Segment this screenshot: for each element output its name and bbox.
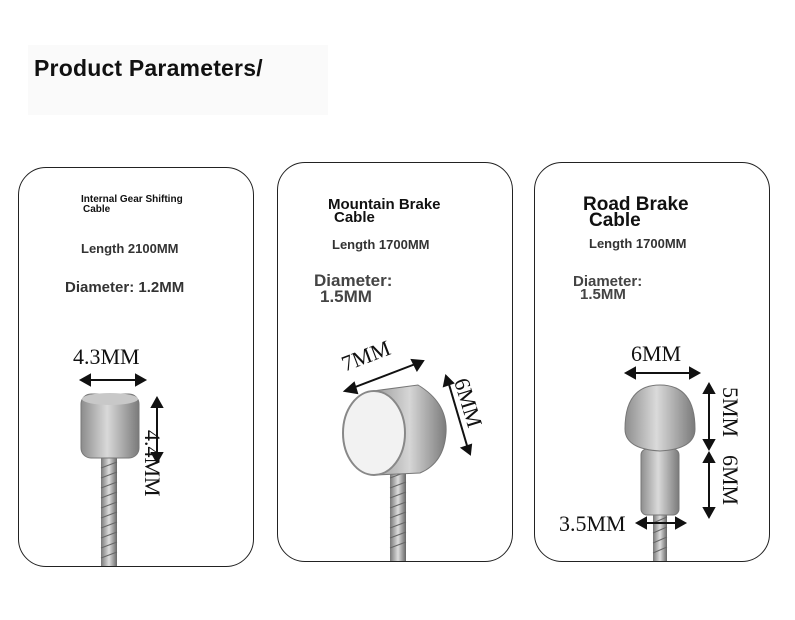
dimension-width-label: 6MM xyxy=(631,341,682,366)
card-length: Length 1700MM xyxy=(589,236,687,251)
page-title: Product Parameters/ xyxy=(34,55,263,81)
card-internal-gear-cable: Internal Gear Shifting Cable Length 2100… xyxy=(18,167,254,567)
dimension-lower-height-label: 6MM xyxy=(718,455,743,506)
title-background xyxy=(28,45,328,115)
card-diameter-label: Diameter: xyxy=(573,273,643,290)
card-mountain-brake-cable: Mountain Brake Cable Length 1700MM Diame… xyxy=(277,162,513,562)
dimension-upper-height-label: 5MM xyxy=(718,387,743,438)
card-title-line1: Mountain Brake xyxy=(328,196,441,213)
cable-end-illustration-1 xyxy=(78,373,164,566)
dimension-shaft-width-label: 3.5MM xyxy=(559,511,626,536)
card-road-brake-cable: Road Brake Cable Length 1700MM Diameter:… xyxy=(534,162,770,562)
card-diameter-label: Diameter: xyxy=(314,271,393,290)
card-length: Length 1700MM xyxy=(332,237,430,252)
card-diameter: Diameter: 1.2MM xyxy=(65,279,185,296)
card-diameter-value: 1.5MM xyxy=(320,287,372,306)
card-length: Length 2100MM xyxy=(81,241,179,256)
card-title-line1: Road Brake xyxy=(583,194,689,215)
card-title-line2: Cable xyxy=(334,209,375,226)
card-title-line2: Cable xyxy=(589,210,641,231)
card-diameter-value: 1.5MM xyxy=(580,286,626,303)
card-title-line1: Internal Gear Shifting xyxy=(81,194,183,205)
cable-end-illustration-3 xyxy=(623,366,716,561)
card-title-line2: Cable xyxy=(83,204,111,215)
cable-end-illustration-2 xyxy=(342,358,473,561)
dimension-height-label: 4.4MM xyxy=(140,430,165,497)
dimension-width-label: 4.3MM xyxy=(73,344,140,369)
